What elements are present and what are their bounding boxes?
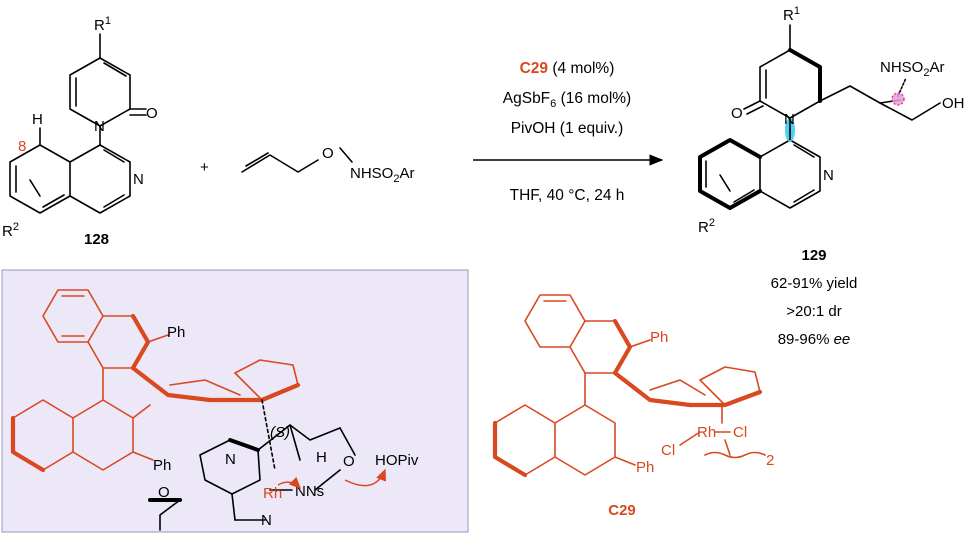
reactant-128 (9, 33, 147, 214)
c29-ph-lower: Ph (636, 459, 654, 476)
catalyst-c29 (492, 294, 766, 478)
ts-arrow-hopiv (344, 468, 386, 487)
yield-text: 62-91% yield (771, 275, 858, 292)
ts-n-isoquinoline: N (261, 512, 272, 529)
product-r1: R1 (783, 5, 800, 24)
plus-sign: + (200, 159, 209, 176)
conditions-acid: PivOH (1 equiv.) (511, 120, 624, 137)
product-r2: R2 (698, 217, 715, 236)
conditions-additive: AgSbF6 (16 mol%) (503, 90, 631, 110)
r1-label: R1 (94, 15, 111, 34)
ts-nns: NNs (295, 483, 324, 500)
ts-ph-upper: Ph (167, 324, 185, 341)
ts-h: H (316, 449, 327, 466)
product-pyridone-n: N (784, 111, 795, 128)
product-isoquinoline-n: N (823, 167, 834, 184)
ts-rh: Rh (263, 485, 282, 502)
r2-label: R2 (2, 221, 19, 240)
stereocenter-highlight (892, 93, 904, 105)
c29-cl-left: Cl (661, 442, 675, 459)
stereocenter-ring (891, 92, 905, 106)
c29-cl-right: Cl (733, 424, 747, 441)
ee-text: 89-96% ee (778, 331, 851, 348)
carbonyl-o: O (146, 105, 158, 122)
allyl-reagent (241, 147, 353, 173)
ts-o-ring: O (343, 453, 355, 470)
allyl-nhso2ar: NHSO2Ar (350, 165, 414, 185)
product-nhso2ar: NHSO2Ar (880, 59, 944, 79)
h-label: H (32, 111, 43, 128)
product-carbonyl-o: O (731, 105, 743, 122)
ts-hopiv: HOPiv (375, 452, 419, 469)
compound-129-label: 129 (801, 247, 826, 264)
conditions-catalyst: C29 (4 mol%) (520, 60, 615, 77)
c29-rh: Rh (697, 424, 716, 441)
product-oh: OH (942, 95, 965, 112)
compound-128-label: 128 (84, 231, 109, 248)
ts-arrow-rh (277, 476, 302, 490)
ts-stereo-label: (S) (270, 424, 290, 441)
c29-ph-upper: Ph (650, 329, 668, 346)
allyl-o: O (322, 145, 334, 162)
ts-n-pyridone: N (225, 451, 236, 468)
isoquinoline-n: N (133, 171, 144, 188)
product-129 (698, 24, 941, 210)
ts-ph-lower: Ph (153, 457, 171, 474)
ts-o-carbonyl: O (158, 484, 170, 501)
c29-label: C29 (608, 502, 636, 519)
pyridone-n: N (94, 118, 105, 135)
position-8-label: 8 (18, 138, 26, 155)
conditions-solvent: THF, 40 °C, 24 h (510, 187, 625, 204)
transition-state-model (10, 289, 356, 531)
dr-text: >20:1 dr (786, 303, 841, 320)
c29-dimer-subscript: 2 (766, 452, 774, 469)
